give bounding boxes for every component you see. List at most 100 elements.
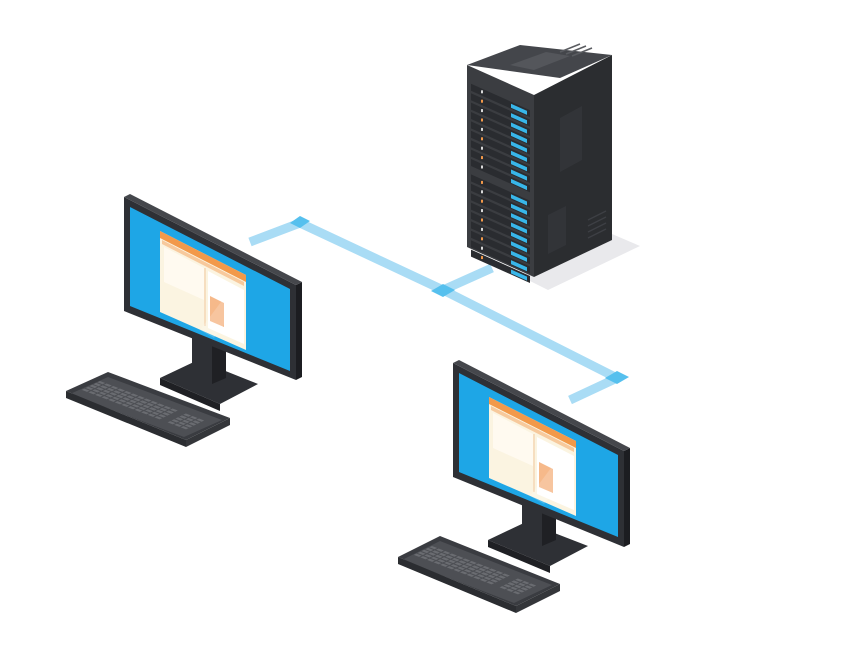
server-drive-bays xyxy=(471,83,530,284)
server-led xyxy=(511,241,527,253)
keyboard-key xyxy=(110,386,119,390)
keyboard-key xyxy=(516,589,525,593)
network-joint-right xyxy=(605,371,629,384)
keyboard-key xyxy=(510,586,518,590)
server-status-dot xyxy=(481,227,483,231)
keyboard-key xyxy=(484,570,493,574)
keyboard-key xyxy=(109,392,118,396)
server-status-dot xyxy=(481,246,483,250)
keyboard-key xyxy=(466,573,475,577)
server-led xyxy=(511,260,527,272)
keyboard-key xyxy=(139,400,148,404)
keyboard-key xyxy=(162,412,170,416)
keyboard-key xyxy=(89,384,98,389)
keyboard-key xyxy=(121,403,130,407)
keyboard-key xyxy=(427,558,435,562)
server-status-dot xyxy=(481,156,483,160)
keyboard-key xyxy=(145,409,153,413)
keyboard-key xyxy=(146,402,155,407)
server-led xyxy=(511,160,527,172)
keyboard-key xyxy=(503,584,512,588)
keyboard-key xyxy=(135,402,144,406)
server-status-dot xyxy=(481,180,483,184)
keyboard-key xyxy=(147,413,156,417)
keyboard-key xyxy=(442,551,451,555)
server-status-dot xyxy=(481,137,483,141)
keyboard-key xyxy=(486,581,495,585)
server-led xyxy=(511,213,527,225)
network-line-server xyxy=(441,263,494,295)
server-led xyxy=(511,231,527,244)
keyboard-key xyxy=(97,381,106,385)
keyboard-key xyxy=(179,415,188,419)
keyboard-icon xyxy=(398,536,560,613)
keyboard-key xyxy=(174,423,182,427)
keyboard-key xyxy=(428,552,436,556)
keyboard-key xyxy=(192,420,201,424)
keyboard-key xyxy=(116,394,124,399)
keyboard-key xyxy=(469,561,477,565)
keyboard-key xyxy=(424,554,433,558)
server-status-dot xyxy=(481,256,483,260)
keyboard-key xyxy=(434,554,443,559)
keyboard-key xyxy=(491,572,500,577)
keyboard-key xyxy=(134,408,143,412)
server-led xyxy=(511,203,527,215)
server-status-dot xyxy=(481,199,483,203)
keyboard-key xyxy=(196,418,205,422)
server-led xyxy=(511,194,527,206)
server-status-dot xyxy=(481,209,483,213)
keyboard-key xyxy=(158,414,167,418)
keyboard-key xyxy=(122,397,131,401)
keyboard-key xyxy=(156,403,165,407)
keyboard-key xyxy=(517,582,526,587)
keyboard-key xyxy=(96,387,104,391)
keyboard-key xyxy=(487,574,496,579)
keyboard-key xyxy=(438,552,447,557)
keyboard-key xyxy=(436,548,444,552)
keyboard-key xyxy=(113,390,122,394)
keyboard-key xyxy=(521,581,530,585)
keyboard-key xyxy=(166,410,174,414)
keyboard-key xyxy=(511,580,520,584)
keyboard-key xyxy=(512,591,521,595)
keyboard-key xyxy=(425,547,434,552)
keyboard-key xyxy=(95,393,103,397)
keyboard-key xyxy=(159,407,168,412)
keyboard-key xyxy=(474,569,483,574)
keyboard-key xyxy=(133,397,141,402)
keyboard-key xyxy=(457,566,466,570)
keyboard-key xyxy=(118,399,127,403)
keyboard-key xyxy=(471,565,480,569)
keyboard-key xyxy=(482,566,490,570)
keyboard-key xyxy=(479,578,488,582)
keyboard-key xyxy=(420,556,429,560)
keyboard-key xyxy=(141,411,149,415)
keyboard-key xyxy=(417,551,426,555)
keyboard-key xyxy=(184,424,193,428)
client-left-computer xyxy=(66,194,302,447)
keyboard-key xyxy=(108,398,116,402)
keyboard-key xyxy=(488,568,497,572)
server-led xyxy=(511,103,527,115)
keyboard-key xyxy=(451,557,460,562)
keyboard-key xyxy=(189,416,198,420)
server-status-dot xyxy=(481,237,483,241)
keyboard-key xyxy=(129,399,137,404)
keyboard-key xyxy=(450,564,459,568)
keyboard-key xyxy=(100,385,108,389)
keyboard-key xyxy=(445,555,454,559)
keyboard-key xyxy=(178,421,186,425)
keyboard-key xyxy=(520,587,529,591)
server-status-dot xyxy=(481,109,483,113)
keyboard-key xyxy=(137,396,145,400)
keyboard-key xyxy=(149,407,157,411)
keyboard-key xyxy=(93,382,102,387)
keyboard-key xyxy=(182,419,190,424)
keyboard-key xyxy=(441,557,450,561)
keyboard-key xyxy=(433,561,442,565)
server-led xyxy=(511,178,527,191)
keyboard-key xyxy=(524,585,533,589)
app-window-graphic xyxy=(160,231,246,350)
